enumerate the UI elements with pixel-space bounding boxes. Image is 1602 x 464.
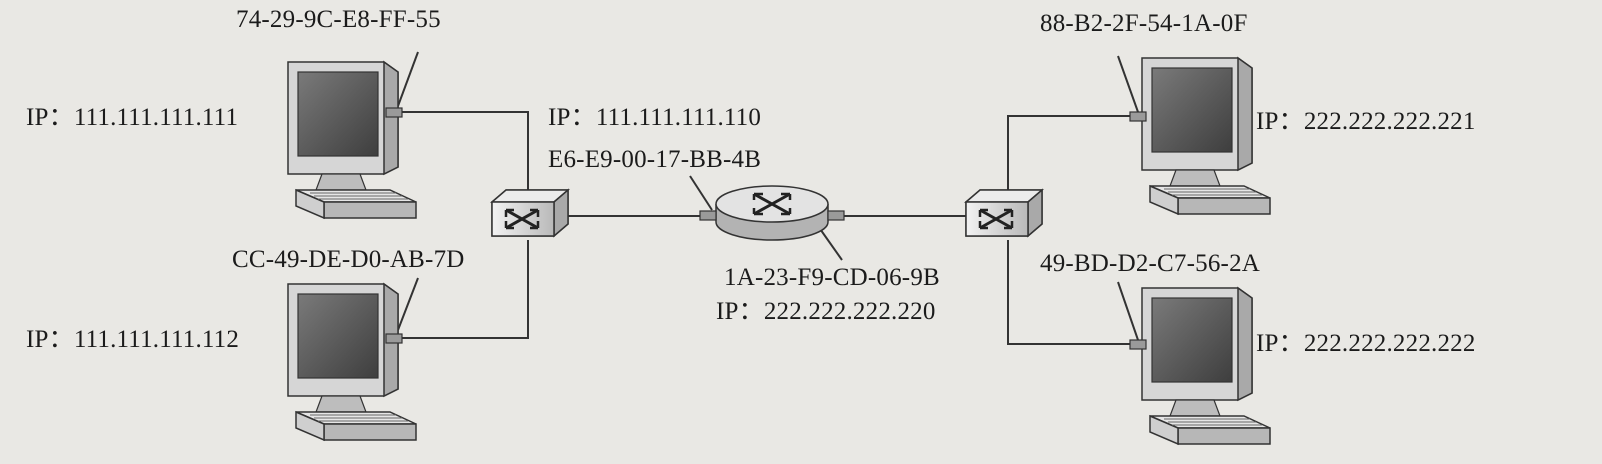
router-icon [715,185,829,241]
desktop-computer-icon [1141,287,1271,445]
host2-mac-label: CC-49-DE-D0-AB-7D [232,246,465,273]
host3-mac-label: 88-B2-2F-54-1A-0F [1040,10,1248,37]
link-host2-switch [388,240,529,339]
desktop-computer-icon [1141,57,1271,215]
link-switch-host4 [1007,240,1145,345]
router-left-ip-label: IP：111.111.111.110 [548,104,762,131]
host4-mac-label: 49-BD-D2-C7-56-2A [1040,250,1261,277]
leader-host3-mac [1117,55,1139,113]
host4-ip-label: IP：222.222.222.222 [1256,330,1476,357]
desktop-computer-icon [287,61,417,219]
switch-icon [964,188,1044,238]
host1-nic [385,107,403,118]
router-right-mac-label: 1A-23-F9-CD-06-9B [724,264,940,291]
desktop-computer-icon [287,283,417,441]
host1-mac-label: 74-29-9C-E8-FF-55 [236,6,441,33]
leader-host2-mac [397,277,419,331]
host1-ip-label: IP：111.111.111.111 [26,104,239,131]
link-switch-host3 [1007,115,1145,205]
host3-nic [1129,111,1147,122]
router-left-port [699,210,717,221]
router-right-ip-label: IP：222.222.222.220 [716,298,936,325]
host3-ip-label: IP：222.222.222.221 [1256,108,1476,135]
leader-host4-mac [1117,281,1139,341]
host2-ip-label: IP：111.111.111.112 [26,326,240,353]
links [388,51,1145,345]
leader-router-left [689,175,713,211]
leader-host1-mac [397,51,419,107]
leader-router-right [817,225,843,261]
host4-nic [1129,339,1147,350]
router-right-port [827,210,845,221]
link-host1-switch [388,111,529,205]
router-left-mac-label: E6-E9-00-17-BB-4B [548,146,762,173]
switch-icon [490,188,570,238]
host2-nic [385,333,403,344]
